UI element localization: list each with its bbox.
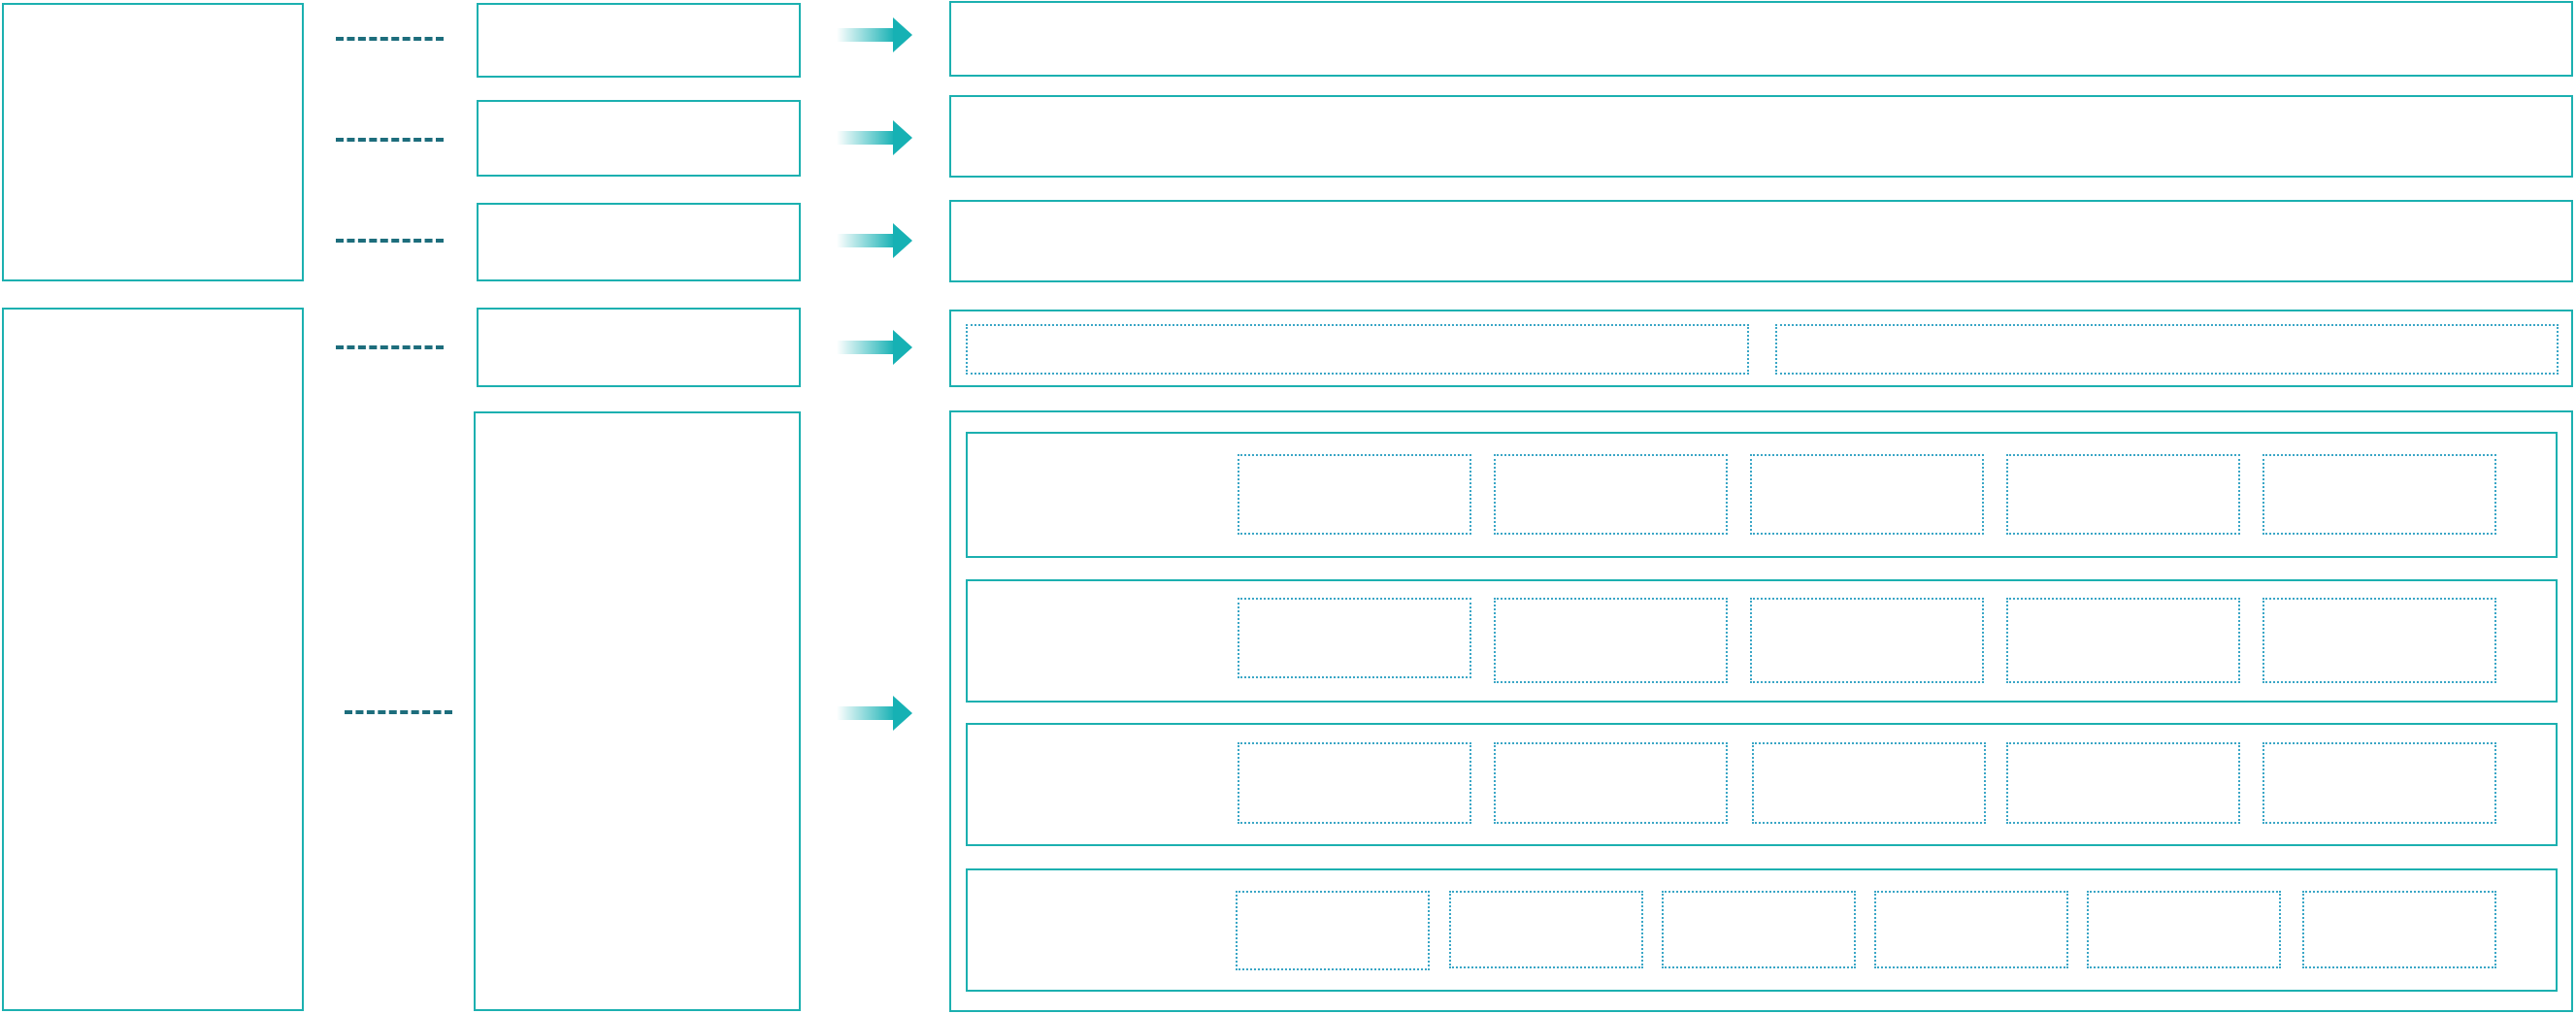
- sub-row-2: [966, 579, 2558, 703]
- middle-box-1: [477, 3, 801, 78]
- right-row-2: [949, 95, 2573, 178]
- arrow-right-icon-2: [837, 120, 912, 155]
- sub-row-4-cell-4: [1874, 891, 2068, 968]
- sub-row-2-cell-2: [1494, 598, 1728, 683]
- sub-row-4-cell-5: [2087, 891, 2281, 968]
- right-row-4-slot-1: [966, 324, 1749, 375]
- sub-row-2-cell-3: [1750, 598, 1984, 683]
- sub-row-2-cell-5: [2262, 598, 2496, 683]
- right-row-1: [949, 1, 2573, 77]
- dashed-connector-5: [345, 710, 452, 714]
- sub-row-1-cell-2: [1494, 454, 1728, 535]
- left-group-box-1: [2, 3, 304, 281]
- sub-row-4-cell-1: [1236, 891, 1430, 970]
- arrow-right-icon-4: [837, 330, 912, 365]
- dashed-connector-1: [336, 37, 444, 41]
- sub-row-3-cell-3: [1752, 742, 1986, 824]
- right-row-4: [949, 310, 2573, 387]
- sub-row-1-cell-1: [1238, 454, 1471, 535]
- right-row-5: [949, 410, 2573, 1012]
- sub-row-3-cell-2: [1494, 742, 1728, 824]
- arrow-right-icon-3: [837, 223, 912, 258]
- middle-box-3: [477, 203, 801, 281]
- middle-box-2: [477, 100, 801, 177]
- sub-row-1: [966, 432, 2558, 558]
- sub-row-3-cell-5: [2262, 742, 2496, 824]
- right-row-3: [949, 200, 2573, 282]
- arrow-right-icon-5: [837, 696, 912, 731]
- sub-row-4-cell-6: [2302, 891, 2496, 968]
- right-row-4-slot-2: [1775, 324, 2559, 375]
- sub-row-2-cell-4: [2006, 598, 2240, 683]
- dashed-connector-3: [336, 239, 444, 243]
- sub-row-1-cell-3: [1750, 454, 1984, 535]
- dashed-connector-2: [336, 138, 444, 142]
- sub-row-4-cell-3: [1662, 891, 1856, 968]
- sub-row-4-cell-2: [1449, 891, 1643, 968]
- sub-row-3: [966, 723, 2558, 846]
- sub-row-4: [966, 868, 2558, 992]
- sub-row-1-cell-5: [2262, 454, 2496, 535]
- sub-row-3-cell-4: [2006, 742, 2240, 824]
- middle-box-4: [477, 308, 801, 387]
- middle-box-5: [474, 411, 801, 1011]
- sub-row-2-cell-1: [1238, 598, 1471, 678]
- dashed-connector-4: [336, 345, 444, 349]
- left-group-box-2: [2, 308, 304, 1011]
- sub-row-1-cell-4: [2006, 454, 2240, 535]
- sub-row-3-cell-1: [1238, 742, 1471, 824]
- arrow-right-icon-1: [837, 17, 912, 52]
